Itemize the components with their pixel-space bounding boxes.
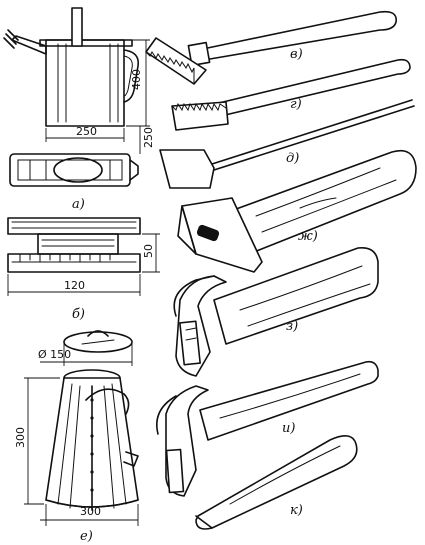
vessel-bail — [85, 388, 130, 415]
block-bottom — [7, 253, 141, 273]
dim-e-diameter: Ø 150 — [38, 348, 71, 361]
dim-a-width: 250 — [76, 125, 97, 138]
container-post — [71, 7, 83, 47]
label-z: з) — [286, 319, 298, 334]
dim-e-base: 300 — [80, 505, 101, 518]
label-zh: ж) — [298, 229, 318, 244]
tool-zh-head — [181, 197, 263, 273]
label-a: а) — [72, 197, 85, 212]
label-g: г) — [290, 97, 302, 112]
tool-k: к) — [195, 435, 358, 530]
label-e: е) — [80, 529, 93, 544]
tool-i-handle — [199, 360, 379, 441]
tool-g: г) — [171, 58, 411, 131]
ruler-ticks — [19, 253, 111, 263]
tool-i: и) — [156, 360, 379, 497]
label-i: и) — [282, 421, 295, 436]
dim-e-height: 300 — [14, 427, 27, 448]
tool-zh: ж) — [177, 149, 417, 273]
block-b: 50 120 б) — [7, 217, 160, 322]
label-v: в) — [290, 47, 303, 62]
block-top — [7, 217, 141, 235]
label-d: д) — [286, 151, 299, 166]
tool-d-rod — [211, 99, 413, 165]
dim-b-height: 50 — [142, 244, 155, 258]
tool-v: в) — [145, 10, 397, 85]
block-middle — [37, 233, 119, 255]
label-b: б) — [72, 307, 85, 322]
tool-v-handle — [197, 10, 397, 61]
dim-a-height: 400 — [130, 69, 143, 90]
tool-z-handle — [213, 246, 379, 345]
dim-b-length: 120 — [64, 279, 85, 292]
tool-g-handle — [197, 58, 411, 121]
vessel-e: Ø 150 300 300 е) — [14, 330, 139, 544]
label-k: к) — [290, 503, 303, 518]
container-plan — [9, 153, 131, 187]
tool-d-blade — [159, 149, 215, 189]
vessel-rivets — [90, 398, 94, 492]
tool-z: з) — [173, 246, 379, 377]
tool-d: д) — [159, 99, 415, 189]
dim-a-plan: 250 — [142, 127, 155, 148]
container-a: 400 250 250 а) — [3, 7, 155, 212]
tool-zh-handle — [227, 149, 417, 257]
container-handle — [123, 49, 140, 103]
tool-k-body — [195, 435, 358, 530]
